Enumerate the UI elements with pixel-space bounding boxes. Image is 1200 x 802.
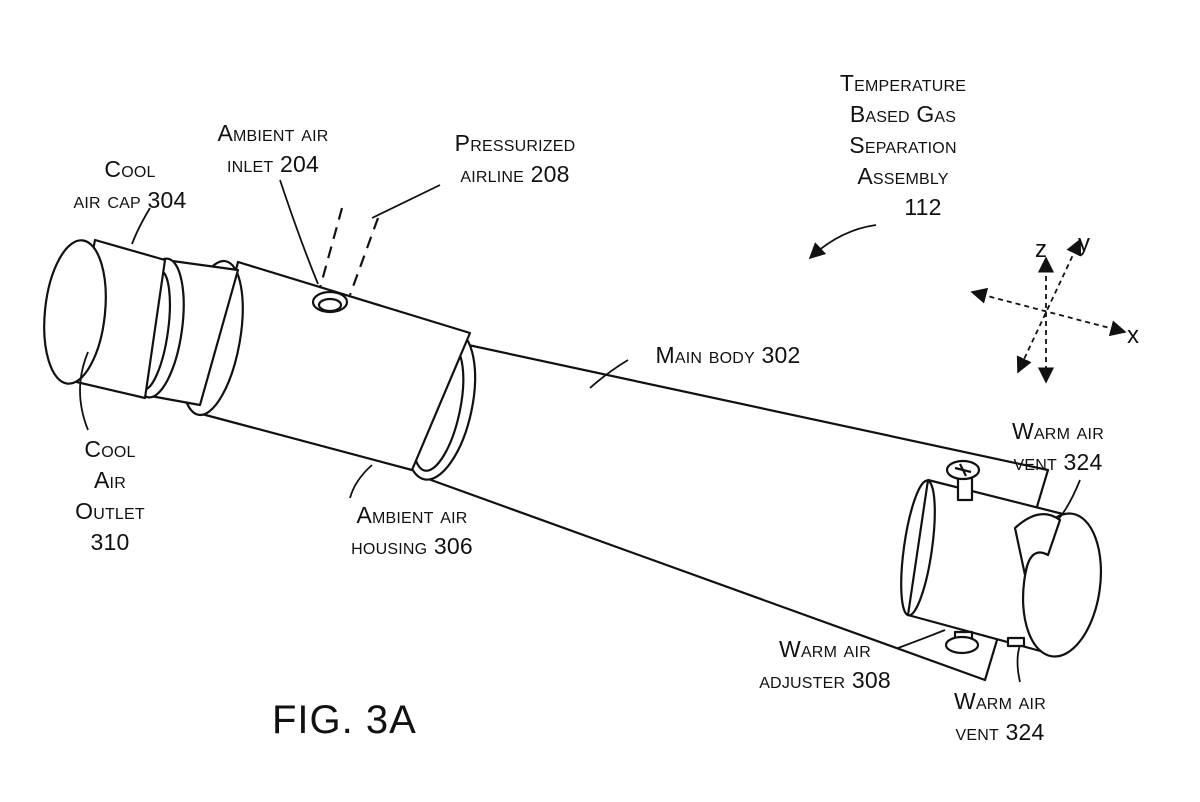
label-cool-air-outlet: Cool Air Outlet 310: [75, 436, 145, 555]
axis-label-y: y: [1078, 230, 1090, 257]
axis-label-x: x: [1127, 322, 1139, 349]
y-axis-line: [1016, 238, 1082, 374]
label-title-block: Temperature Based Gas Separation Assembl…: [839, 70, 967, 220]
x-axis-line: [970, 287, 1127, 337]
axis-label-z: z: [1035, 236, 1047, 263]
cool-air-outlet-face: [43, 239, 107, 385]
label-ambient-air-inlet: Ambient air inlet 204: [217, 120, 329, 177]
label-warm-air-vent-bottom: Warm air vent 324: [954, 688, 1046, 745]
bottom-vent-slot: [1006, 636, 1026, 648]
label-main-body: Main body 302: [655, 342, 801, 368]
label-cool-air-cap: Cool air cap 304: [73, 156, 187, 213]
label-warm-air-adjuster: Warm air adjuster 308: [759, 636, 891, 693]
adjuster-screw-bottom: [944, 635, 980, 655]
label-ambient-air-housing: Ambient air housing 306: [351, 502, 473, 559]
label-pressurized-airline: Pressurized airline 208: [454, 130, 576, 187]
figure-caption: FIG. 3A: [272, 698, 417, 742]
warm-air-vent-slot: [1013, 512, 1062, 577]
label-warm-air-vent-top: Warm air vent 324: [1012, 418, 1104, 475]
